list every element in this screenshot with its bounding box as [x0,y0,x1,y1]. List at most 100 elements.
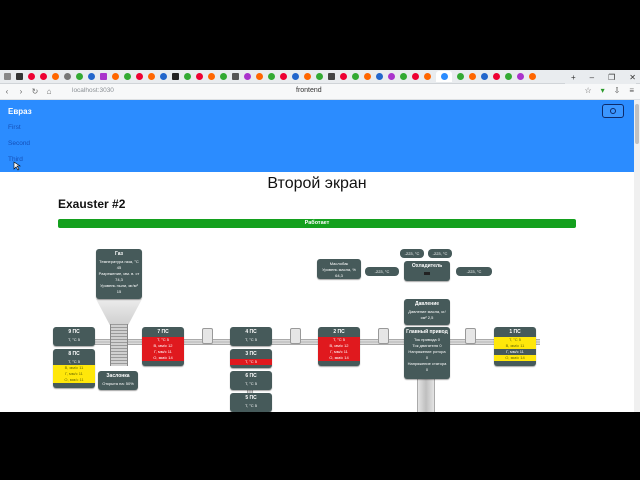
bearing-1-panel[interactable]: 1 ПС T, °С 5 В, мм/с 11 Г, мм/с 11 О, мм… [494,327,536,366]
bearing-9-panel[interactable]: 9 ПС T, °С 5 [53,327,95,346]
tab-favicon[interactable] [136,73,143,80]
page-scrollbar[interactable] [634,100,640,412]
bearing-vibration-row: О, мм/с 14 [494,355,536,361]
tab-favicon[interactable] [388,73,395,80]
tab-favicon[interactable] [376,73,383,80]
tab-favicon[interactable] [64,73,71,80]
tab-favicon[interactable] [208,73,215,80]
gas-line: 15 [116,289,122,294]
tab-favicon[interactable] [40,73,47,80]
tab-favicon[interactable] [400,73,407,80]
main-drive-line: Напряжение ротора [408,349,446,354]
app-header: Евраз First Second Third [0,100,634,172]
bearing-2-panel[interactable]: 2 ПС T, °С 5 В, мм/с 12 Г, мм/с 11 О, мм… [318,327,360,366]
main-drive-title: Главный привод [406,329,448,335]
scrollbar-thumb[interactable] [635,104,639,144]
tab-favicon[interactable] [340,73,347,80]
nav-link-third[interactable]: Third [8,156,23,163]
nav-link-second[interactable]: Second [8,140,31,147]
tab-favicon[interactable] [148,73,155,80]
downloads-icon[interactable]: ⇩ [613,86,621,95]
tab-favicon[interactable] [316,73,323,80]
tab-favicon[interactable] [529,73,536,80]
tab-favicon[interactable] [352,73,359,80]
tab-favicon[interactable] [292,73,299,80]
new-tab-icon[interactable]: + [571,72,576,82]
tab-favicon[interactable] [328,73,335,80]
gas-panel[interactable]: Газ Температура газа, °С 45 Разрежение, … [96,249,142,299]
restore-icon[interactable]: ❐ [608,72,616,82]
tab-favicon[interactable] [424,73,431,80]
status-bar: Работает [58,219,576,228]
tab-favicon[interactable] [457,73,464,80]
tab-favicon[interactable] [88,73,95,80]
tab-favicon[interactable] [469,73,476,80]
tab-favicon[interactable] [172,73,179,80]
tab-favicon[interactable] [412,73,419,80]
tab-favicon[interactable] [220,73,227,80]
pressure-label: Давление масла, кг/ [408,309,446,314]
tab-favicon[interactable] [112,73,119,80]
minimize-icon[interactable]: – [589,72,595,82]
tab-favicon[interactable] [232,73,239,80]
bearing-8-panel[interactable]: 8 ПС T, °С 5 В, мм/с 11 Г, мм/с 11 О, мм… [53,349,95,388]
home-icon[interactable]: ⌂ [46,87,52,96]
damper-panel[interactable]: Заслонка Открыта на: 50% [98,371,138,390]
tab-favicon[interactable] [505,73,512,80]
tab-favicon[interactable] [304,73,311,80]
oil-tank-panel[interactable]: Маслобак Уровень масла, % 64,3 [317,259,361,279]
reload-icon[interactable]: ↻ [31,87,39,96]
tab-favicon[interactable] [196,73,203,80]
tab-favicon[interactable] [16,73,23,80]
tab-favicon[interactable] [160,73,167,80]
tab-favicon[interactable] [4,73,11,80]
bearing-temp: T, °С 5 [244,403,258,408]
cooler-temp-pill: -223, °С [428,249,452,258]
bearing-4-panel[interactable]: 4 ПС T, °С 5 [230,327,272,346]
bearing-title: 2 ПС [333,329,345,335]
exhauster-title: Exauster #2 [58,197,126,211]
bookmark-icon[interactable]: ☆ [584,86,592,95]
coupling [202,328,213,344]
tab-favicon[interactable] [364,73,371,80]
close-window-icon[interactable]: ✕ [629,72,636,82]
gas-title: Газ [114,251,124,257]
mouse-cursor-icon [13,161,21,171]
menu-icon[interactable]: ≡ [629,86,634,95]
tab-favicon[interactable] [52,73,59,80]
forward-icon[interactable]: › [19,87,23,96]
bearing-5-panel[interactable]: 5 ПС T, °С 5 [230,393,272,412]
tab-favicon[interactable] [100,73,107,80]
bearing-7-panel[interactable]: 7 ПС T, °С 5 В, мм/с 12 Г, мм/с 11 О, мм… [142,327,184,366]
tab-favicon[interactable] [481,73,488,80]
tab-favicon[interactable] [184,73,191,80]
main-drive-line: Напряжение статора [407,361,447,366]
cooler-temp-pill: -223, °С [456,267,492,276]
active-tab[interactable] [436,71,452,82]
extension-icon[interactable]: ▾ [600,86,605,95]
brand-logo[interactable]: Евраз [8,107,32,116]
tab-favicon[interactable] [256,73,263,80]
bearing-3-panel[interactable]: 3 ПС T, °С 5 [230,349,272,368]
tab-favicon[interactable] [76,73,83,80]
tab-favicon[interactable] [244,73,251,80]
tab-favicon[interactable] [28,73,35,80]
tab-favicon[interactable] [517,73,524,80]
address-bar[interactable]: localhost:3030 [72,87,114,94]
damper-value: Открыта на: 50% [102,381,134,386]
navbar-toggle-button[interactable] [602,104,624,118]
tab-favicon[interactable] [124,73,131,80]
tab-favicon[interactable] [493,73,500,80]
main-drive-panel[interactable]: Главный привод Ток привода 0 Ток двигате… [404,327,450,379]
bearing-6-panel[interactable]: 6 ПС T, °С 5 [230,371,272,390]
nav-link-first[interactable]: First [8,124,21,131]
bearing-temp: T, °С 5 [67,337,81,342]
cooler-panel[interactable]: Охладитель [404,261,450,281]
tab-favicon[interactable] [280,73,287,80]
screen-bottom-area [0,412,640,480]
pressure-panel[interactable]: Давление Давление масла, кг/ см² 2,5 [404,299,450,325]
tab-favicon[interactable] [268,73,275,80]
back-icon[interactable]: ‹ [5,87,9,96]
bearing-vibration-row: Г, мм/с 11 [506,349,524,354]
cooler-indicator-icon [424,272,430,275]
